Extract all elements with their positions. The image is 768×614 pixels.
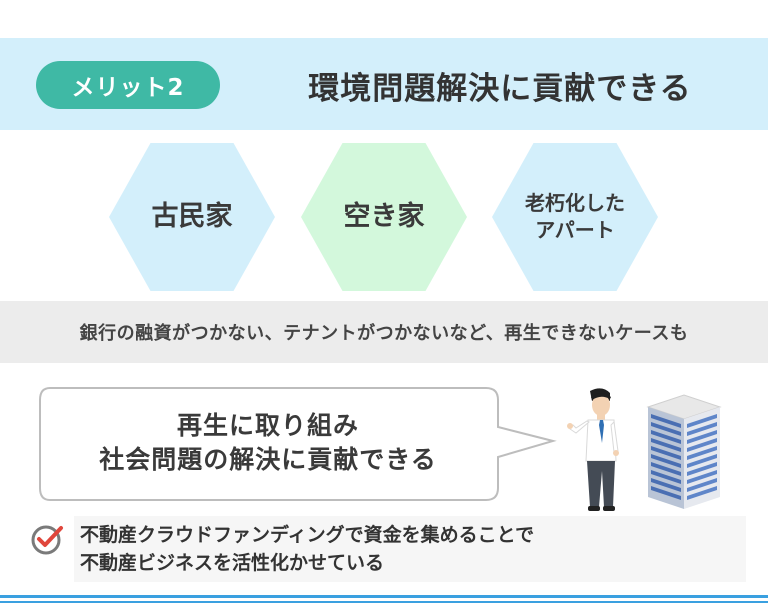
speech-bubble: 再生に取り組み 社会問題の解決に貢献できる — [38, 385, 578, 503]
hexagon-label: 古民家 — [151, 200, 233, 232]
speech-bubble-line1: 再生に取り組み — [176, 411, 359, 441]
hexagon-old-apartment: 老朽化した アパート — [492, 143, 658, 291]
speech-bubble-line2: 社会問題の解決に貢献できる — [99, 445, 437, 474]
hexagon-old-house: 古民家 — [109, 143, 275, 291]
cases-band-text: 銀行の融資がつかない、テナントがつかないなど、再生できないケースも — [79, 323, 689, 344]
person-illustration — [567, 388, 619, 511]
bottom-divider — [0, 595, 768, 598]
note-line2: 不動産ビジネスを活性化かせている — [80, 552, 385, 574]
cases-band: 銀行の融資がつかない、テナントがつかないなど、再生できないケースも — [0, 301, 768, 363]
speech-bubble-text: 再生に取り組み 社会問題の解決に貢献できる — [38, 393, 498, 493]
hexagon-row: 古民家 空き家 老朽化した アパート — [0, 143, 768, 291]
building-illustration — [646, 394, 722, 509]
note-box — [74, 516, 746, 582]
check-circle-icon — [31, 525, 63, 555]
hexagon-label: 空き家 — [343, 200, 425, 232]
merit-badge: メリット2 — [36, 61, 220, 109]
bottom-divider — [0, 601, 768, 603]
note-line1: 不動産クラウドファンディングで資金を集めることで — [80, 524, 535, 546]
speech-bubble-shape — [39, 387, 557, 501]
note-text: 不動産クラウドファンディングで資金を集めることで 不動産ビジネスを活性化かせてい… — [80, 521, 740, 577]
top-strip — [0, 0, 768, 38]
hexagon-vacant-house: 空き家 — [301, 143, 467, 291]
hexagon-label-line1: 老朽化した — [525, 191, 625, 215]
hexagon-label-line2: アパート — [535, 218, 615, 242]
hexagon-label: 老朽化した アパート — [525, 190, 625, 244]
header-title: 環境問題解決に貢献できる — [308, 70, 692, 107]
